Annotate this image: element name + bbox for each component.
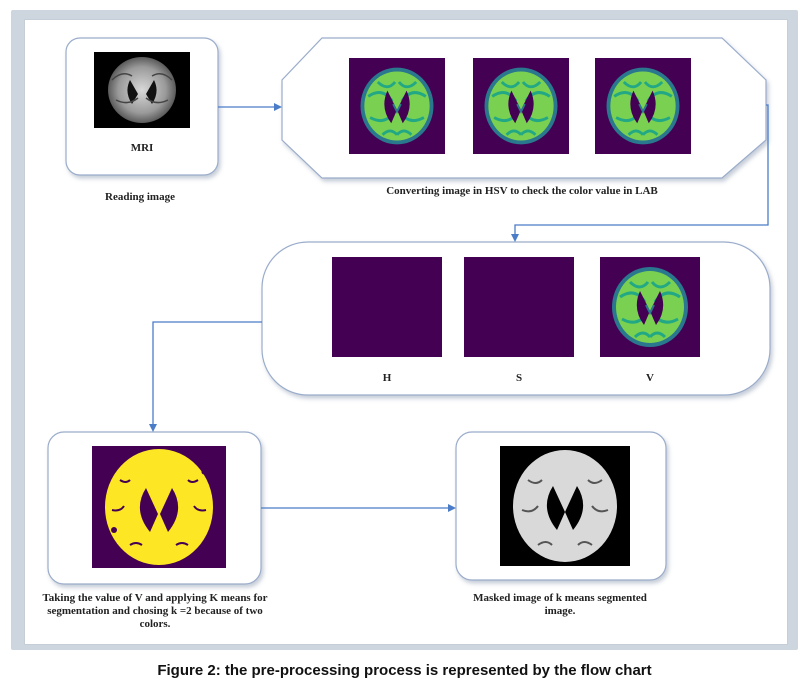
hsv-image-2 (471, 58, 571, 154)
h-channel-label: H (382, 372, 392, 384)
hsv-image-1 (347, 58, 447, 154)
h-channel-image (332, 257, 442, 357)
figure-caption: Figure 2: the pre-processing process is … (157, 662, 652, 679)
hsv-label: Converting image in HSV to check the col… (386, 185, 658, 197)
v-channel-label: V (646, 372, 654, 384)
masked-label: Masked image of k means segmented image. (473, 592, 647, 617)
v-channel-image (598, 257, 702, 357)
hsv-image-3 (593, 58, 693, 154)
s-channel-image (464, 257, 574, 357)
arrow-hsv-to-channels (514, 104, 769, 236)
arrow-channels-to-kmeans (152, 321, 262, 426)
mri-label: MRI (130, 142, 154, 154)
kmeans-label: Taking the value of V and applying K mea… (42, 592, 268, 630)
mri-image (94, 52, 190, 128)
reading-image-label: Reading image (105, 191, 175, 203)
kmeans-image (92, 446, 226, 568)
masked-image (500, 446, 630, 566)
s-channel-label: S (515, 372, 523, 384)
